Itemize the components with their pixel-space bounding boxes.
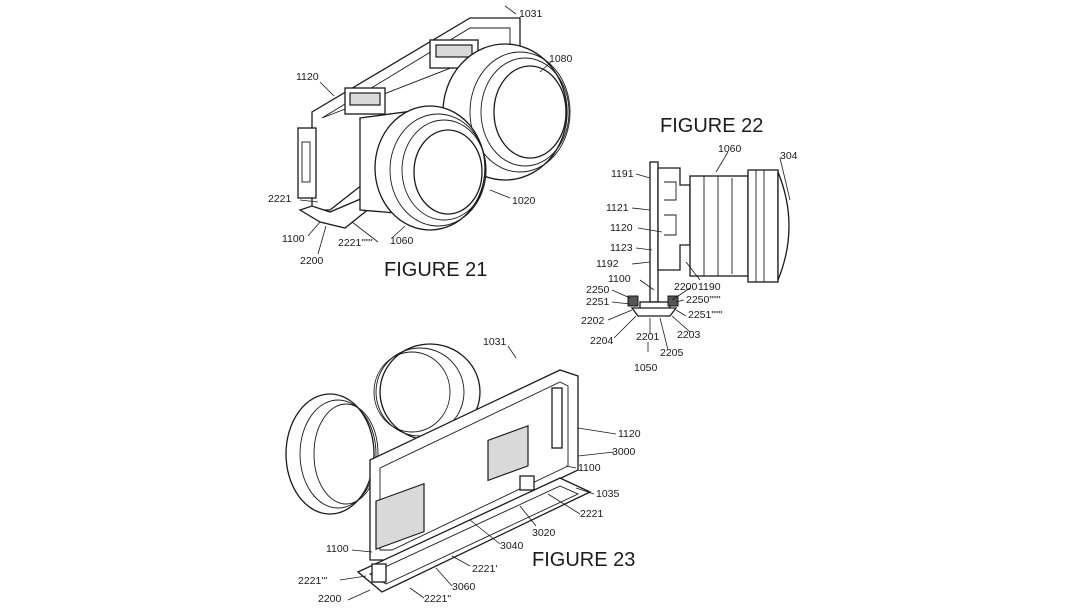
fig23-label-3060: 3060 <box>452 581 476 593</box>
fig21-label-2221-quad-prime: 2221""" <box>338 237 373 249</box>
fig23-slot <box>551 387 563 449</box>
fig22-label-1060: 1060 <box>718 143 742 155</box>
fig23-label-1100-left: 1100 <box>326 543 349 555</box>
fig23-label-3020: 3020 <box>532 527 556 539</box>
fig23-window-left <box>375 482 425 550</box>
fig22-plate <box>649 161 659 303</box>
fig23-base-rail <box>356 477 592 593</box>
fig22-label-2204: 2204 <box>590 335 614 347</box>
fig22-label-2203: 2203 <box>677 329 701 341</box>
fig23-title: FIGURE 23 <box>532 549 635 571</box>
fig23-label-2221-triple-prime: 2221''' <box>298 575 327 587</box>
fig22-label-2250-triple-prime: 2250""" <box>686 294 721 306</box>
fig23-label-3040: 3040 <box>500 540 524 552</box>
fig22-label-1050: 1050 <box>634 362 658 374</box>
fig21-label-1020: 1020 <box>512 195 536 207</box>
fig22-label-1121: 1121 <box>606 202 629 214</box>
fig21-label-2200: 2200 <box>300 255 324 267</box>
fig22-label-1190: 1190 <box>698 281 721 293</box>
fig22-mount <box>657 167 691 271</box>
fig23-bracket-right <box>519 475 535 491</box>
fig22-label-1192: 1192 <box>596 258 619 270</box>
fig22-label-304: 304 <box>780 150 798 162</box>
figure-22: FIGURE 22 <box>581 115 798 374</box>
fig23-label-1031: 1031 <box>483 336 507 348</box>
fig21-label-1100: 1100 <box>282 233 305 245</box>
fig21-title: FIGURE 21 <box>384 259 487 281</box>
fig23-label-1120: 1120 <box>618 428 641 440</box>
fig23-window-right <box>487 425 529 482</box>
fig22-label-2200: 2200 <box>674 281 698 293</box>
fig23-label-2221-prime: 2221' <box>472 563 497 575</box>
fig22-label-2202: 2202 <box>581 315 605 327</box>
fig23-label-1100: 1100 <box>578 462 601 474</box>
fig22-label-2205: 2205 <box>660 347 684 359</box>
fig22-base-clamp <box>627 295 679 317</box>
fig21-label-1080: 1080 <box>549 53 573 65</box>
fig23-bracket-left <box>371 563 387 583</box>
fig23-label-3000: 3000 <box>612 446 636 458</box>
fig21-lens-front <box>359 105 487 231</box>
fig23-label-1035: 1035 <box>596 488 620 500</box>
fig22-label-1120: 1120 <box>610 222 633 234</box>
fig22-label-2251-triple-prime: 2251""" <box>688 309 723 321</box>
fig23-label-2221-double-prime: 2221" <box>424 593 451 605</box>
fig22-label-1100: 1100 <box>608 273 631 285</box>
fig22-label-1191: 1191 <box>611 168 634 180</box>
fig21-label-2221: 2221 <box>268 193 292 205</box>
fig21-side-bracket <box>297 127 317 199</box>
fig21-label-1031: 1031 <box>519 8 543 20</box>
figure-23: 1031 1120 3000 1100 1035 2221 3020 3040 … <box>285 336 641 605</box>
fig22-label-2250: 2250 <box>586 284 610 296</box>
fig21-label-1120: 1120 <box>296 71 319 83</box>
fig22-label-1123: 1123 <box>610 242 633 254</box>
fig21-label-1060: 1060 <box>390 235 414 247</box>
fig22-label-2251: 2251 <box>586 296 610 308</box>
fig22-label-2201: 2201 <box>636 331 660 343</box>
fig22-title: FIGURE 22 <box>660 115 763 137</box>
figure-21: 1031 1080 1120 1020 2221 1100 2200 2221"… <box>268 5 573 281</box>
fig23-label-2221: 2221 <box>580 508 604 520</box>
fig23-lens-front <box>285 393 379 515</box>
fig22-lens <box>689 169 790 283</box>
fig23-label-2200: 2200 <box>318 593 342 605</box>
